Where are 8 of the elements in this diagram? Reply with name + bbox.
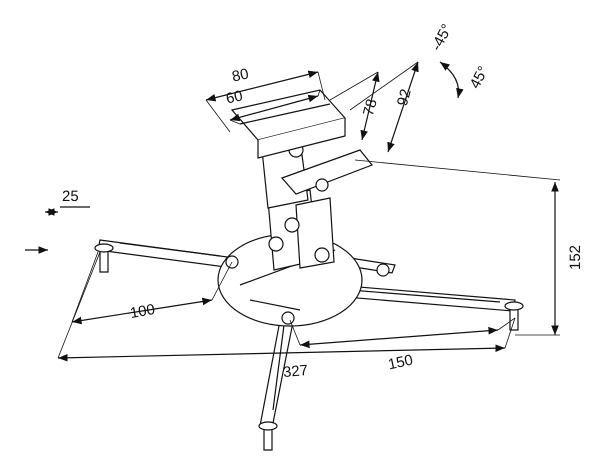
dimension-label: 45° bbox=[467, 64, 492, 92]
dimension-label: -45° bbox=[428, 22, 455, 54]
dimension-label: 25 bbox=[62, 189, 79, 204]
dimension-label: 150 bbox=[386, 352, 414, 372]
dimension-label: 327 bbox=[282, 362, 309, 380]
dimension-label: 152 bbox=[568, 244, 584, 270]
dimension-label: 92 bbox=[394, 88, 414, 108]
dimension-label: 80 bbox=[230, 66, 250, 85]
